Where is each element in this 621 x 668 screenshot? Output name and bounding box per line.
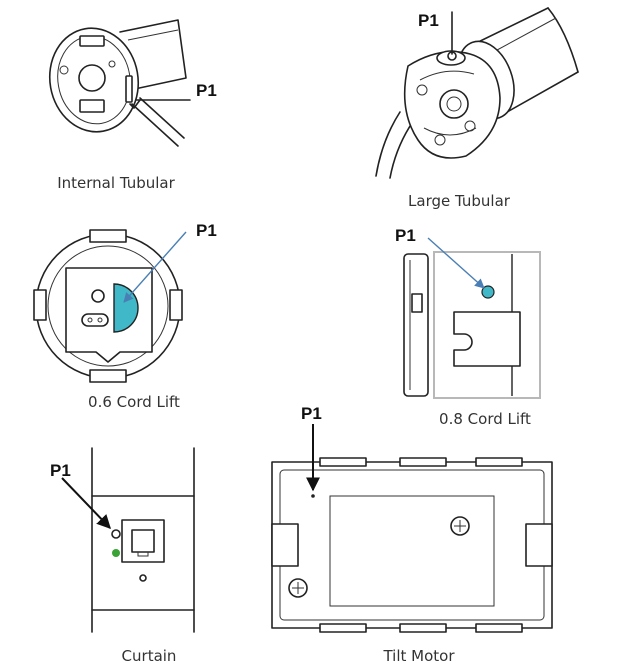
cord-lift-06-caption: 0.6 Cord Lift — [88, 393, 180, 411]
curtain-caption: Curtain — [122, 647, 177, 665]
large-tubular-illustration — [375, 7, 579, 179]
panel-cord-lift-06: P1 0.6 Cord Lift — [33, 221, 217, 411]
tilt-motor-illustration — [271, 457, 553, 633]
tilt-motor-caption: Tilt Motor — [382, 647, 455, 665]
curtain-led-light — [112, 549, 120, 557]
cord-lift-06-illustration — [33, 229, 183, 383]
curtain-illustration — [91, 447, 195, 633]
cord-lift-06-p1-arrow — [123, 231, 187, 303]
cord-lift-08-p1-label: P1 — [395, 226, 416, 245]
internal-tubular-p1-label: P1 — [196, 81, 217, 100]
cord-lift-08-illustration — [403, 251, 541, 399]
panel-cord-lift-08: P1 0.8 Cord Lift — [395, 226, 541, 428]
internal-tubular-caption: Internal Tubular — [57, 174, 175, 192]
large-tubular-caption: Large Tubular — [408, 192, 511, 210]
panel-tilt-motor: P1 Tilt Motor — [271, 404, 553, 665]
panel-curtain: P1 Curtain — [50, 447, 195, 665]
cord-lift-08-p1-button — [481, 285, 495, 299]
cord-lift-08-p1-arrow — [427, 237, 485, 289]
internal-tubular-illustration — [48, 19, 187, 147]
curtain-p1-button — [111, 529, 121, 539]
cord-lift-08-caption: 0.8 Cord Lift — [439, 410, 531, 428]
panel-large-tubular: P1 Large Tubular — [375, 7, 579, 210]
panel-internal-tubular: P1 Internal Tubular — [48, 19, 217, 192]
large-tubular-p1-label: P1 — [418, 11, 439, 30]
tilt-motor-p1-button — [311, 494, 315, 498]
tilt-motor-p1-label: P1 — [301, 404, 322, 423]
cord-lift-06-p1-label: P1 — [196, 221, 217, 240]
curtain-p1-label: P1 — [50, 461, 71, 480]
curtain-p1-arrow — [61, 477, 111, 530]
